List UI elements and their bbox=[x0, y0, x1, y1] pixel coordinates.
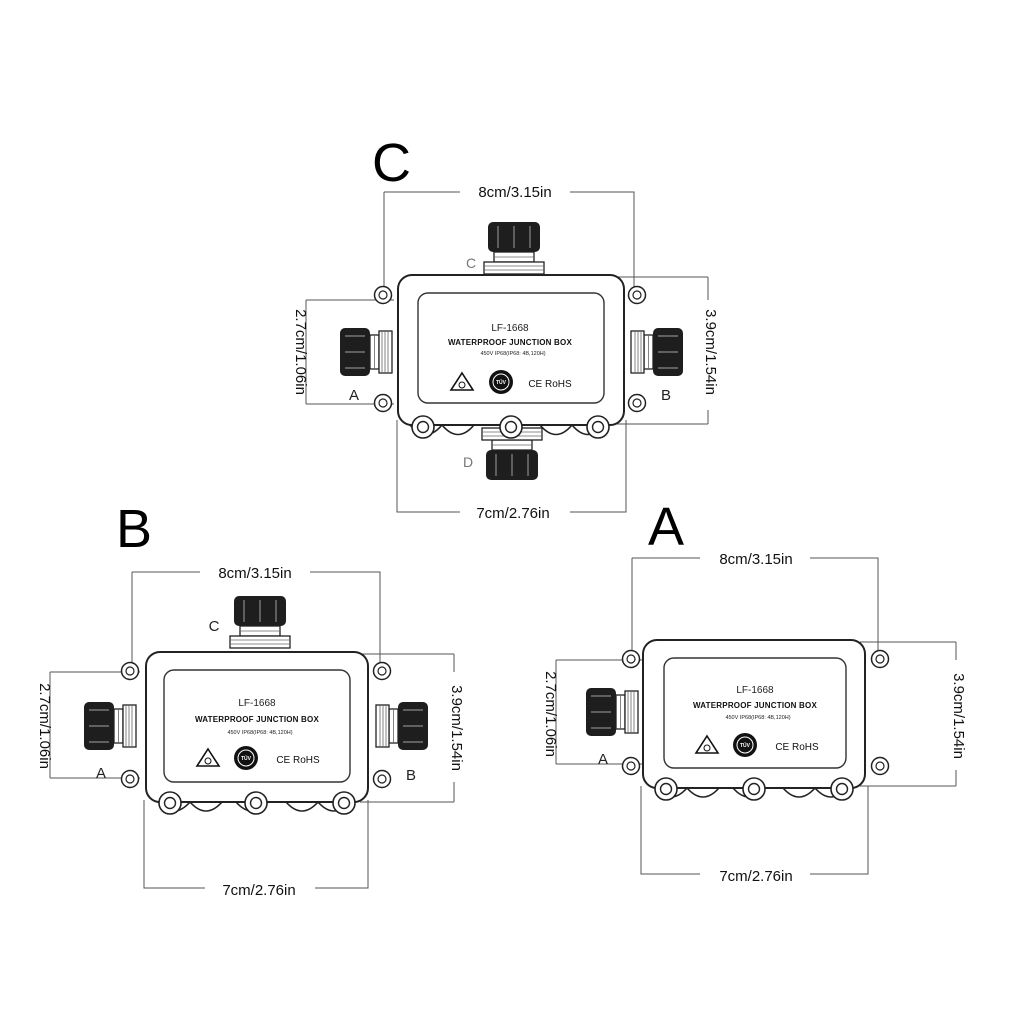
mount-ear bbox=[372, 769, 392, 789]
round-cert-icon: TÜV bbox=[489, 370, 513, 394]
top-dimension-label: 8cm/3.15in bbox=[218, 565, 291, 582]
left-dimension-label: 2.7cm/1.06in bbox=[292, 309, 309, 395]
svg-text:TÜV: TÜV bbox=[740, 742, 751, 749]
mount-screw bbox=[830, 777, 854, 801]
label-title: WATERPROOF JUNCTION BOX bbox=[693, 701, 817, 710]
cable-gland-top bbox=[483, 221, 545, 275]
mount-ear bbox=[372, 661, 392, 681]
mount-ear bbox=[627, 285, 647, 305]
cable-gland-left bbox=[83, 701, 137, 751]
label-model: LF-1668 bbox=[491, 323, 529, 334]
svg-text:TÜV: TÜV bbox=[241, 755, 252, 762]
label-model: LF-1668 bbox=[736, 685, 774, 696]
triangle-cert-icon bbox=[449, 371, 475, 391]
cable-gland-top bbox=[229, 595, 291, 649]
variant-letter: C bbox=[372, 133, 411, 193]
port-label-bottom: D bbox=[463, 454, 473, 470]
port-label-left: A bbox=[96, 765, 106, 782]
triangle-cert-icon bbox=[694, 734, 720, 754]
port-label-right: B bbox=[406, 767, 416, 784]
mount-ear bbox=[373, 393, 393, 413]
round-cert-icon: TÜV bbox=[733, 733, 757, 757]
left-dimension-label: 2.7cm/1.06in bbox=[36, 683, 53, 769]
cable-gland-left bbox=[585, 687, 639, 737]
label-title: WATERPROOF JUNCTION BOX bbox=[448, 338, 572, 347]
port-label-top: C bbox=[466, 255, 476, 271]
port-label-top: C bbox=[209, 618, 220, 635]
mount-ear bbox=[627, 393, 647, 413]
mount-screw bbox=[244, 791, 268, 815]
cable-gland-right bbox=[630, 327, 684, 377]
mount-ear bbox=[120, 769, 140, 789]
top-dimension-label: 8cm/3.15in bbox=[478, 184, 551, 201]
triangle-cert-icon bbox=[195, 747, 221, 767]
mount-screw bbox=[586, 415, 610, 439]
variant-b: B 8cm/3.15in 2.7cm/1.06in 3.9cm/1.54in 7… bbox=[36, 499, 465, 899]
mount-ear bbox=[120, 661, 140, 681]
svg-text:TÜV: TÜV bbox=[496, 379, 507, 386]
port-label-left: A bbox=[349, 387, 359, 404]
top-dimension-line bbox=[631, 557, 879, 652]
port-label-right: B bbox=[661, 387, 671, 404]
variant-a: A 8cm/3.15in 2.7cm/1.06in 3.9cm/1.54in 7… bbox=[542, 497, 967, 885]
mount-screw bbox=[499, 415, 523, 439]
mount-screw bbox=[742, 777, 766, 801]
label-specs: 450V IP68(IP68: 4B,120H) bbox=[725, 715, 790, 721]
label-title: WATERPROOF JUNCTION BOX bbox=[195, 715, 319, 724]
mount-ear bbox=[621, 649, 641, 669]
right-dimension-label: 3.9cm/1.54in bbox=[950, 673, 967, 759]
left-dimension-label: 2.7cm/1.06in bbox=[542, 671, 559, 757]
right-dimension-label: 3.9cm/1.54in bbox=[448, 685, 465, 771]
label-specs: 450V IP68(IP68: 4B,120H) bbox=[227, 730, 292, 736]
cable-gland-left bbox=[339, 327, 393, 377]
round-cert-icon: TÜV bbox=[234, 746, 258, 770]
mount-screw bbox=[654, 777, 678, 801]
variant-letter: B bbox=[116, 499, 152, 559]
cable-gland-right bbox=[375, 701, 429, 751]
label-model: LF-1668 bbox=[238, 698, 276, 709]
variant-c: C 8cm/3.15in 2.7cm/1.06in 3.9cm/1.54in 7… bbox=[292, 133, 719, 523]
mount-ear bbox=[373, 285, 393, 305]
label-cert: CE RoHS bbox=[276, 755, 320, 766]
bottom-dimension-label: 7cm/2.76in bbox=[476, 505, 549, 522]
label-specs: 450V IP68(IP68: 4B,120H) bbox=[480, 351, 545, 357]
bottom-dimension-label: 7cm/2.76in bbox=[222, 882, 295, 899]
top-dimension-label: 8cm/3.15in bbox=[719, 551, 792, 568]
label-cert: CE RoHS bbox=[528, 379, 572, 390]
mount-screw bbox=[332, 791, 356, 815]
mount-ear bbox=[621, 756, 641, 776]
mount-screw bbox=[411, 415, 435, 439]
mount-screw bbox=[158, 791, 182, 815]
label-cert: CE RoHS bbox=[775, 742, 819, 753]
right-dimension-label: 3.9cm/1.54in bbox=[702, 309, 719, 395]
mount-ear bbox=[870, 756, 890, 776]
bottom-dimension-label: 7cm/2.76in bbox=[719, 868, 792, 885]
label-panel bbox=[163, 669, 351, 783]
mount-ear bbox=[870, 649, 890, 669]
variant-letter: A bbox=[648, 497, 684, 557]
port-label-left: A bbox=[598, 751, 608, 768]
